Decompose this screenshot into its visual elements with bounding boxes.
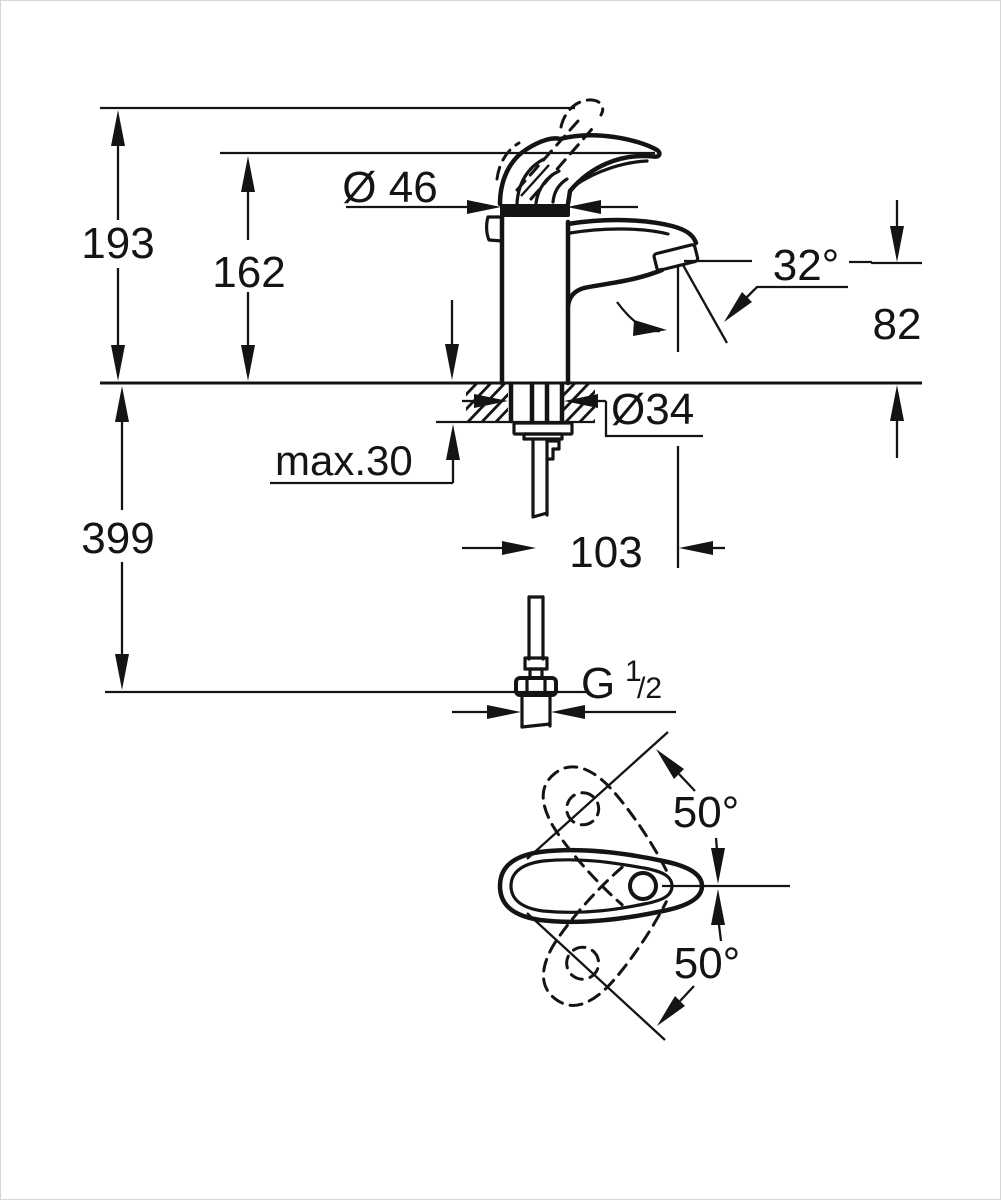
dimension-32deg: 32° [616, 241, 872, 352]
faucet-side-view [485, 98, 700, 386]
dim-label-103: 103 [569, 528, 642, 577]
dimension-103: 103 [462, 446, 725, 577]
dim-label-50deg-up: 50° [673, 788, 740, 837]
lever-handle-outline [497, 133, 662, 207]
thread-label-g: G [581, 659, 615, 708]
deck-cross-section [466, 381, 595, 519]
dimension-399: 399 [81, 386, 155, 690]
handle-top-view [497, 731, 790, 1041]
dim-label-162: 162 [212, 248, 285, 297]
dim-label-399: 399 [81, 514, 154, 563]
dimension-162: 162 [212, 156, 286, 381]
dim-label-d46: Ø 46 [342, 163, 437, 212]
cap-joint-band [500, 204, 570, 217]
aerator [652, 243, 700, 272]
mounting-stud [545, 439, 561, 461]
pivot-circle [628, 871, 658, 901]
dim-label-d34: Ø34 [611, 385, 694, 434]
raised-handle-dashed [495, 98, 605, 201]
dim-label-82: 82 [873, 300, 922, 349]
dimension-193: 193 [81, 110, 155, 381]
spout-inner-line [568, 227, 670, 236]
angled-construction-line [681, 264, 729, 344]
dimension-50deg-down: 50° [657, 889, 740, 1026]
supply-pipe-cut [531, 511, 549, 519]
deck-hatch-right [562, 384, 595, 422]
dim-label-max30: max.30 [275, 437, 413, 484]
dome-curve-3 [551, 177, 569, 204]
dome-curve-1 [515, 157, 546, 206]
handle-position-up-dashed [541, 765, 668, 907]
handle-position-down-dashed [542, 865, 668, 1007]
flange-step [522, 432, 564, 441]
supply-pipe-lower [514, 595, 558, 729]
dim-label-193: 193 [81, 219, 154, 268]
dimension-g12: G 1 /2 [452, 655, 676, 719]
deck-hatch-left [466, 384, 508, 422]
thread-label-sup: 1 [625, 655, 642, 688]
handle-inner-outline [509, 858, 674, 914]
dome-crease [520, 164, 550, 197]
lever-inner-line [572, 159, 649, 188]
dimension-82: 82 [871, 200, 922, 458]
swivel-line-down [526, 912, 666, 1041]
dimension-d34: Ø34 [462, 385, 703, 438]
dimension-d46: Ø 46 [342, 163, 638, 214]
spout-top-edge [565, 217, 699, 246]
body-front-tab [485, 215, 504, 243]
swivel-line-up [526, 731, 669, 860]
thread-label-sub: /2 [637, 672, 662, 705]
dimension-50deg-up: 50° [656, 749, 739, 884]
mounting-flange [512, 421, 574, 436]
dimension-max30: max.30 [270, 300, 460, 485]
handle-outer-outline [497, 847, 705, 925]
connection-nut [514, 676, 558, 697]
spout-underside [565, 267, 665, 309]
dim-label-50deg-down: 50° [674, 939, 741, 988]
dim-label-32deg: 32° [773, 241, 840, 290]
